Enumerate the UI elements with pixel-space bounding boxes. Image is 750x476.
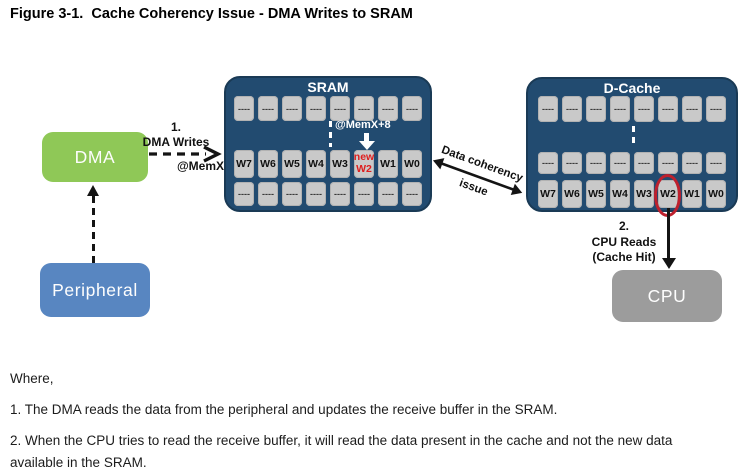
- memory-cell: ----: [562, 152, 582, 174]
- step2-number: 2.: [618, 219, 629, 233]
- memory-cell: ----: [706, 152, 726, 174]
- memory-cell: ----: [538, 96, 558, 122]
- memory-cell: ----: [354, 182, 374, 206]
- step1-text: DMA Writes: [142, 135, 210, 149]
- word-cell: W2: [654, 174, 681, 217]
- dcache-dashed-line: [632, 126, 635, 148]
- cache-to-cpu-arrow-icon: [660, 208, 677, 269]
- memory-cell: ----: [658, 152, 678, 174]
- data-coherency-arrow: Data coherency issue: [426, 142, 530, 211]
- step2-detail: (Cache Hit): [592, 250, 656, 264]
- sram-row-bottom: --------------------------------: [226, 182, 430, 206]
- word-cell: W0: [706, 180, 726, 208]
- memory-cell: ----: [538, 152, 558, 174]
- memory-cell: ----: [258, 96, 278, 121]
- where-label: Where,: [10, 371, 54, 386]
- memory-cell: ----: [610, 152, 630, 174]
- dma-writes-label: 1. DMA Writes: [136, 120, 216, 150]
- memory-cell: ----: [354, 96, 374, 121]
- word-cell: W5: [586, 180, 606, 208]
- memory-cell: ----: [258, 182, 278, 206]
- word-cell: W3: [330, 150, 350, 178]
- step2-text: CPU Reads: [591, 234, 657, 249]
- memory-cell: ----: [234, 182, 254, 206]
- memx8-dashed-line: [329, 121, 332, 147]
- word-cell: W5: [282, 150, 302, 178]
- cpu-reads-label: 2. CPU Reads (Cache Hit): [584, 219, 664, 266]
- cpu-label: CPU: [647, 285, 687, 306]
- cpu-box: CPU: [612, 270, 722, 322]
- arrow-up-head: [87, 185, 99, 196]
- memory-cell: ----: [402, 182, 422, 206]
- dma-label: DMA: [74, 146, 116, 167]
- word-cell: W6: [258, 150, 278, 178]
- dcache-title: D-Cache: [603, 80, 661, 96]
- arrow-down-head: [661, 258, 676, 269]
- memory-cell: ----: [234, 96, 254, 121]
- word-cell: new W2: [354, 150, 374, 178]
- figure-notes: Where, 1. The DMA reads the data from th…: [10, 368, 724, 476]
- word-cell: W4: [610, 180, 630, 208]
- dma-box: DMA: [42, 132, 148, 182]
- sram-title: SRAM: [307, 79, 349, 95]
- memory-cell: ----: [610, 96, 630, 122]
- memory-cell: ----: [306, 96, 326, 121]
- dcache-row-top: --------------------------------: [528, 96, 736, 122]
- word-cell: W6: [562, 180, 582, 208]
- memory-cell: ----: [306, 182, 326, 206]
- peripheral-label: Peripheral: [52, 279, 138, 300]
- cache-coherency-diagram: DMA Peripheral CPU SRAM ----------------…: [0, 55, 750, 366]
- memx8-label: @MemX+8: [335, 119, 391, 131]
- memory-cell: ----: [682, 96, 702, 122]
- memory-cell: ----: [682, 152, 702, 174]
- note-2: 2. When the CPU tries to read the receiv…: [10, 433, 673, 470]
- memory-cell: ----: [634, 152, 654, 174]
- word-cell: W7: [234, 150, 254, 178]
- word-cell: W7: [538, 180, 558, 208]
- word-cell: W3: [634, 180, 654, 208]
- memx8-down-arrow-icon: [358, 133, 375, 150]
- memory-cell: ----: [402, 96, 422, 121]
- dashed-line: [91, 196, 95, 263]
- solid-line: [666, 208, 671, 258]
- word-cell: W4: [306, 150, 326, 178]
- memory-cell: ----: [378, 182, 398, 206]
- memory-cell: ----: [330, 182, 350, 206]
- memx-label: @MemX: [176, 159, 224, 173]
- sram-block: SRAM -------------------------------- @M…: [224, 76, 432, 212]
- memory-cell: ----: [634, 96, 654, 122]
- note-1: 1. The DMA reads the data from the perip…: [10, 402, 558, 417]
- memory-cell: ----: [378, 96, 398, 121]
- memory-cell: ----: [586, 96, 606, 122]
- step1-number: 1.: [170, 120, 181, 134]
- memory-cell: ----: [330, 96, 350, 121]
- dcache-row-mid: --------------------------------: [528, 152, 736, 174]
- memory-cell: ----: [706, 96, 726, 122]
- memory-cell: ----: [586, 152, 606, 174]
- memory-cell: ----: [282, 96, 302, 121]
- peripheral-to-dma-arrow-icon: [85, 185, 101, 263]
- memory-cell: ----: [658, 96, 678, 122]
- dma-writes-arrow-icon: [149, 145, 222, 163]
- peripheral-box: Peripheral: [40, 263, 150, 317]
- word-cell: W1: [378, 150, 398, 178]
- figure-title: Figure 3-1. Cache Coherency Issue - DMA …: [10, 6, 413, 22]
- sram-row-top: --------------------------------: [226, 96, 430, 121]
- memory-cell: ----: [562, 96, 582, 122]
- word-cell: W1: [682, 180, 702, 208]
- memory-cell: ----: [282, 182, 302, 206]
- dcache-block: D-Cache --------------------------------…: [526, 77, 738, 217]
- word-cell: W0: [402, 150, 422, 178]
- double-arrow-icon: [432, 158, 523, 196]
